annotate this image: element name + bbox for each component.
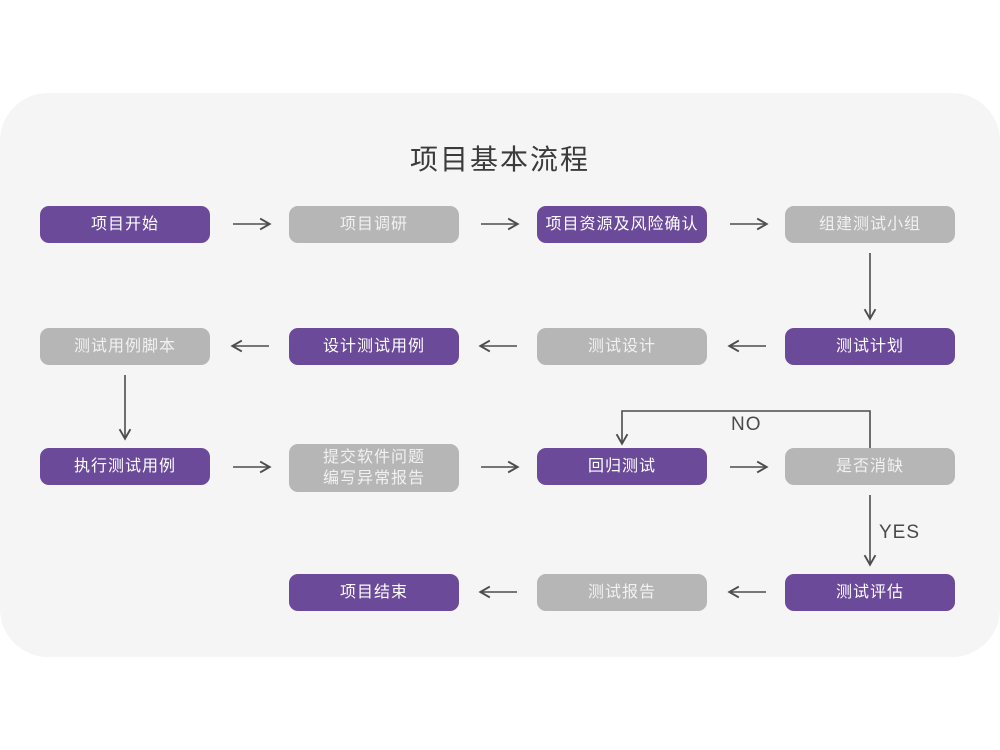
node-design-cases: 设计测试用例 [289, 328, 459, 365]
node-submit-issues: 提交软件问题 编写异常报告 [289, 444, 459, 492]
node-case-scripts: 测试用例脚本 [40, 328, 210, 365]
node-risk-confirm: 项目资源及风险确认 [537, 206, 707, 243]
node-build-team: 组建测试小组 [785, 206, 955, 243]
node-project-start: 项目开始 [40, 206, 210, 243]
diagram-title: 项目基本流程 [409, 144, 590, 175]
node-project-end: 项目结束 [289, 574, 459, 611]
node-defect-cleared: 是否消缺 [785, 448, 955, 485]
edge-label-no: NO [731, 414, 762, 435]
node-test-design: 测试设计 [537, 328, 707, 365]
flowchart-card [0, 93, 1000, 657]
node-test-plan: 测试计划 [785, 328, 955, 365]
node-project-research: 项目调研 [289, 206, 459, 243]
node-regression-test: 回归测试 [537, 448, 707, 485]
node-test-report: 测试报告 [537, 574, 707, 611]
edge-label-yes: YES [879, 522, 921, 543]
node-test-evaluation: 测试评估 [785, 574, 955, 611]
node-run-cases: 执行测试用例 [40, 448, 210, 485]
